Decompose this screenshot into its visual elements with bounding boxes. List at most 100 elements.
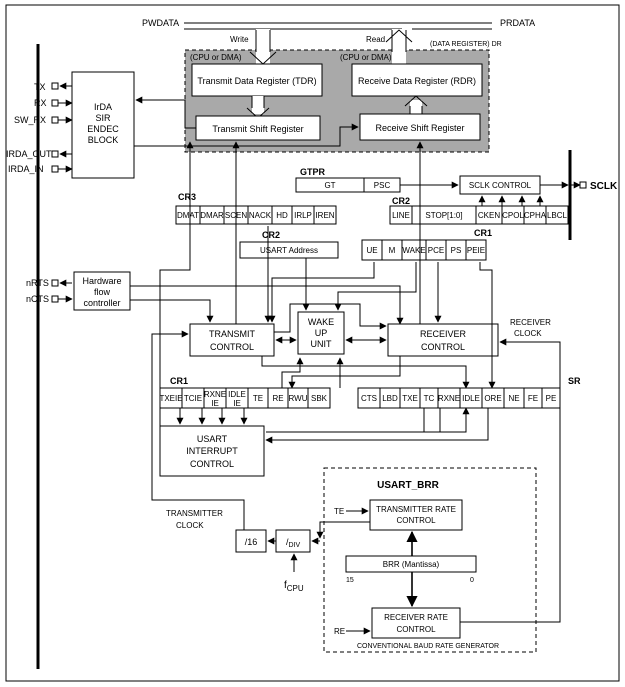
register-bit-label: ORE <box>484 394 501 403</box>
cr1b-title: CR1 <box>170 376 188 386</box>
cr1-to-interrupt-arrows <box>176 407 470 433</box>
register-bit-label: TCIE <box>184 394 202 403</box>
dma-left-label: (CPU or DMA) <box>190 53 242 62</box>
brr-bit-lo: 0 <box>470 577 474 584</box>
bus-lines <box>184 22 492 30</box>
cr2a-title: CR2 <box>392 196 410 206</box>
div-label: /DIV <box>286 537 301 549</box>
register-bit-cell <box>545 205 569 225</box>
register-bit-label: HD <box>276 211 288 220</box>
register-bit-label: TXE <box>402 394 418 403</box>
pin-rx-label: RX <box>34 98 47 108</box>
register-bit-label: IE <box>211 399 219 408</box>
rx-rate-l1: RECEIVER RATE <box>384 613 448 622</box>
div-main: / <box>286 537 289 547</box>
usart-address-box <box>239 241 339 259</box>
interrupt-l1: USART <box>197 434 228 444</box>
tdr-tsr-channel <box>252 96 264 114</box>
register-bit-label: M <box>389 246 396 255</box>
wakeup-l2: UP <box>315 328 328 338</box>
cr1a-title: CR1 <box>474 228 492 238</box>
ue-to-tx <box>268 262 375 323</box>
read-arrow <box>385 29 413 52</box>
pin-irdain-label: IRDA_IN <box>8 164 44 174</box>
transmit-control-box <box>189 323 275 357</box>
rsr-box <box>359 113 481 141</box>
register-bit-label: SBK <box>311 394 328 403</box>
irda-l4: BLOCK <box>88 135 119 145</box>
transmit-control-l1: TRANSMIT <box>209 329 256 339</box>
register-bit-label: CKEN <box>478 211 500 220</box>
dma-right-label: (CPU or DMA) <box>340 53 392 62</box>
register-bit-label: LBD <box>382 394 398 403</box>
register-bit-label: TXEIE <box>159 394 182 403</box>
transmitter-clock-l2: CLOCK <box>176 521 204 530</box>
wakeup-l3: UNIT <box>311 339 332 349</box>
interrupt-control-box <box>159 425 265 477</box>
register-bit-label: PE <box>546 394 557 403</box>
register-bit-cell <box>313 205 337 225</box>
register-bit-label: RWU <box>289 394 308 403</box>
hwflow-to-rx <box>130 285 404 325</box>
rx-rate-control-box <box>371 607 461 639</box>
pin-swrx-label: SW_RX <box>14 115 46 125</box>
irda-l3: ENDEC <box>87 124 119 134</box>
register-bit-label: PEIE <box>467 246 485 255</box>
sclk-pin-label: SCLK <box>590 181 618 192</box>
tx-rate-l1: TRANSMITTER RATE <box>376 505 456 514</box>
register-bit-label: TC <box>424 394 435 403</box>
pin-ncts-label: nCTS <box>26 294 49 304</box>
register-bit-label: LINE <box>392 211 410 220</box>
rx-rate-l2: CONTROL <box>396 625 436 634</box>
write-channel <box>256 29 270 65</box>
register-bit-label: FE <box>528 394 538 403</box>
register-bit-label: UE <box>366 246 377 255</box>
wakeup-unit-box <box>297 311 345 355</box>
peie-to-sr <box>479 262 496 389</box>
left-feedback-line <box>159 141 194 436</box>
register-bit-label: STOP[1:0] <box>425 211 462 220</box>
rx-rate-to-receiver-clock <box>460 540 561 623</box>
brr-mantissa-label: BRR (Mantissa) <box>383 560 440 569</box>
cr1-bits-up <box>281 357 304 388</box>
tx-ctrl-to-rx <box>274 303 387 333</box>
brr-mantissa-box <box>345 555 477 573</box>
register-bit-label: IREN <box>315 211 334 220</box>
transmitter-clock-l1: TRANSMITTER <box>166 509 223 518</box>
write-label: Write <box>230 35 249 44</box>
register-bit-label: RE <box>272 394 283 403</box>
brr-te-label: TE <box>334 507 344 516</box>
usart-brr-region <box>323 467 537 653</box>
receiver-control-box <box>387 323 499 357</box>
receiver-clock-line <box>499 338 561 540</box>
register-bit-label: TE <box>253 394 263 403</box>
pwdata-label: PWDATA <box>142 18 179 28</box>
register-bit-label: DMAT <box>177 211 199 220</box>
cr3-title: CR3 <box>178 192 196 202</box>
usart-address-label: USART Address <box>260 246 318 255</box>
rsr-label: Receive Shift Register <box>375 123 464 133</box>
dr-label: (DATA REGISTER) DR <box>430 41 502 48</box>
register-bit-cell <box>307 387 331 409</box>
prdata-label: PRDATA <box>500 18 535 28</box>
register-bit-label: PCE <box>428 246 444 255</box>
pin-tx-label: TX <box>34 82 46 92</box>
brr-re-label: RE <box>334 627 345 636</box>
read-label: Read <box>366 35 385 44</box>
hwflow-l2: flow <box>94 287 111 297</box>
tsr-box <box>195 115 321 141</box>
irda-tsr-link <box>135 96 196 129</box>
transmit-control-l2: CONTROL <box>210 342 254 352</box>
brr-footer: CONVENTIONAL BAUD RATE GENERATOR <box>357 643 499 650</box>
sclk-control-label: SCLK CONTROL <box>469 181 532 190</box>
sclk-pin <box>579 181 587 189</box>
register-bit-label: CPHA <box>524 211 547 220</box>
register-bit-label: CTS <box>361 394 377 403</box>
fcpu-label: fCPU <box>284 580 304 593</box>
register-bit-label: PS <box>451 246 462 255</box>
irda-l2: SIR <box>95 113 111 123</box>
gtpr-title: GTPR <box>300 167 326 177</box>
read-channel <box>392 29 406 65</box>
register-bit-label: DMAR <box>200 211 224 220</box>
